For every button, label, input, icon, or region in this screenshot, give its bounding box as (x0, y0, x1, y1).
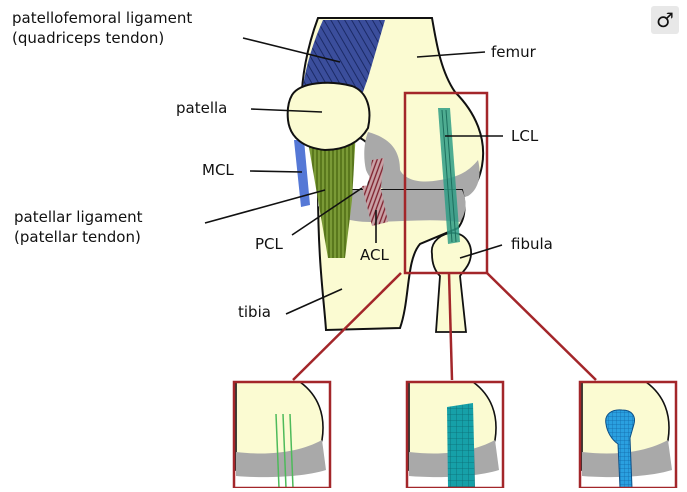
label-patellofemoral-ligament: patellofemoral ligament (12, 9, 192, 28)
label-patellar-ligament: patellar ligament (14, 208, 143, 227)
label-acl: ACL (360, 246, 389, 265)
label-mcl: MCL (202, 161, 234, 180)
patella-bone (288, 83, 370, 150)
label-patella: patella (176, 99, 227, 118)
connector-right (487, 273, 596, 380)
label-tibia: tibia (238, 303, 271, 322)
inset-lcl-volumetric (580, 382, 676, 488)
label-lcl: LCL (511, 127, 538, 146)
label-fibula: fibula (511, 235, 553, 254)
gender-male-icon[interactable]: ♂ (651, 6, 679, 34)
inset-lcl-thin-fibers (234, 382, 330, 488)
label-femur: femur (491, 43, 536, 62)
inset-lcl-wide-band (407, 382, 503, 488)
label-patellar-tendon: (patellar tendon) (14, 228, 141, 247)
label-quadriceps-tendon: (quadriceps tendon) (12, 29, 164, 48)
label-pcl: PCL (255, 235, 283, 254)
